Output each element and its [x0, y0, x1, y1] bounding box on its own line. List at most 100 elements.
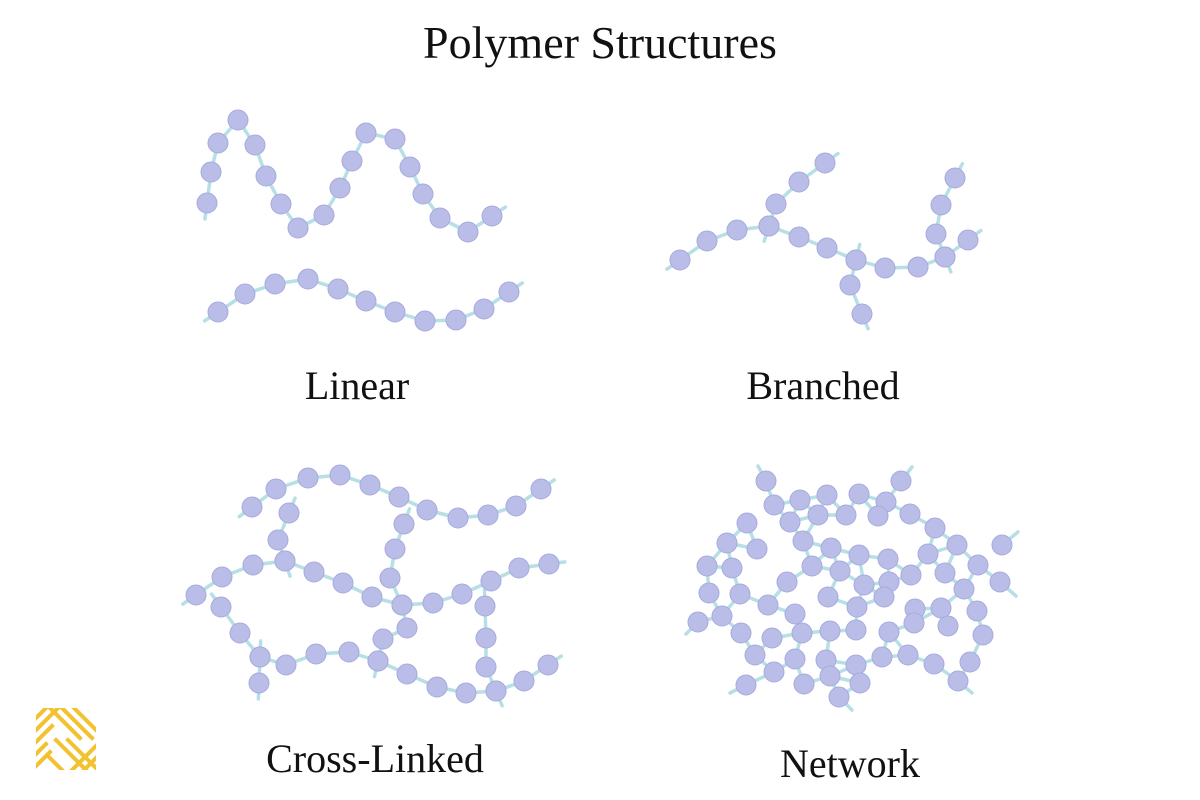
linear-bead	[341, 150, 363, 172]
cross-bead	[210, 596, 232, 618]
cross-bead	[185, 584, 207, 606]
branched-bead	[814, 152, 836, 174]
linear-bead	[414, 310, 436, 332]
cross-bead	[359, 474, 381, 496]
cross-bead	[447, 507, 469, 529]
linear-bead	[234, 283, 256, 305]
diagram-title: Polymer Structures	[423, 17, 777, 68]
linear-bead	[399, 156, 421, 178]
striped-square-logo-icon	[36, 708, 96, 770]
network-bead	[744, 644, 766, 666]
network-bead	[829, 560, 851, 582]
network-bead	[966, 600, 988, 622]
cross-beads	[185, 464, 560, 704]
network-polymer-illustration	[684, 464, 1020, 712]
network-bead	[897, 644, 919, 666]
branched-beads	[669, 152, 979, 325]
branched-bead	[845, 249, 867, 271]
linear-bead	[313, 204, 335, 226]
network-bead	[698, 582, 720, 604]
branched-bead	[765, 193, 787, 215]
network-bead	[793, 673, 815, 695]
linear-bead	[287, 217, 309, 239]
network-bead	[816, 484, 838, 506]
branched-bead	[925, 223, 947, 245]
cross-bead	[451, 583, 473, 605]
cross-bead	[480, 570, 502, 592]
linear-bead	[227, 109, 249, 131]
cross-bead	[242, 554, 264, 576]
linear-bead	[264, 273, 286, 295]
cross-bead	[372, 628, 394, 650]
branched-bead	[816, 237, 838, 259]
cross-bead	[329, 464, 351, 486]
cross-bead	[538, 553, 560, 575]
linear-bead	[200, 161, 222, 183]
branched-label: Branched	[746, 363, 900, 408]
cross-bead	[229, 622, 251, 644]
cross-linked-polymer-illustration	[181, 464, 567, 708]
cross-bead	[211, 566, 233, 588]
cross-bead	[391, 594, 413, 616]
cross-bead	[384, 538, 406, 560]
linear-bead	[445, 309, 467, 331]
network-bead	[953, 578, 975, 600]
network-bead	[746, 538, 768, 560]
network-bead	[729, 583, 751, 605]
network-bead	[784, 648, 806, 670]
network-bead	[853, 574, 875, 596]
cross-bead	[297, 467, 319, 489]
network-bead	[820, 537, 842, 559]
network-bead	[934, 562, 956, 584]
network-bead	[763, 661, 785, 683]
network-bead	[761, 627, 783, 649]
linear-bead	[355, 290, 377, 312]
network-bead	[871, 646, 893, 668]
network-bead	[991, 534, 1013, 556]
network-bead	[819, 665, 841, 687]
network-bead	[900, 564, 922, 586]
network-bead	[711, 605, 733, 627]
branched-polymer-illustration	[665, 151, 983, 331]
network-bead	[845, 654, 867, 676]
network-bead	[757, 594, 779, 616]
cross-bead	[361, 586, 383, 608]
cross-bead	[267, 529, 289, 551]
branched-bead	[944, 167, 966, 189]
network-bead	[828, 686, 850, 708]
branched-bead	[788, 226, 810, 248]
cross-bead	[275, 654, 297, 676]
cross-bead	[241, 496, 263, 518]
linear-bead	[329, 177, 351, 199]
linear-beads	[196, 109, 520, 332]
cross-bead	[477, 504, 499, 526]
network-bead	[716, 532, 738, 554]
network-bead	[848, 483, 870, 505]
network-bead	[763, 494, 785, 516]
linear-bead	[297, 268, 319, 290]
linear-bead	[384, 128, 406, 150]
network-bead	[789, 489, 811, 511]
network-bead	[878, 621, 900, 643]
network-bead	[848, 544, 870, 566]
network-bead	[873, 586, 895, 608]
network-bead	[721, 557, 743, 579]
branched-bead	[957, 229, 979, 251]
linear-bead	[196, 192, 218, 214]
network-bead	[937, 615, 959, 637]
cross-bead	[274, 550, 296, 572]
cross-bead	[416, 499, 438, 521]
network-bead	[792, 530, 814, 552]
network-bead	[867, 505, 889, 527]
branched-bead	[907, 256, 929, 278]
network-bead	[755, 470, 777, 492]
network-bead	[899, 503, 921, 525]
linear-bead	[429, 207, 451, 229]
linear-label: Linear	[304, 363, 410, 408]
cross-bead	[530, 478, 552, 500]
branched-bead	[758, 215, 780, 237]
network-bead	[947, 670, 969, 692]
network-bead	[687, 611, 709, 633]
linear-bead	[207, 301, 229, 323]
linear-bead	[327, 278, 349, 300]
